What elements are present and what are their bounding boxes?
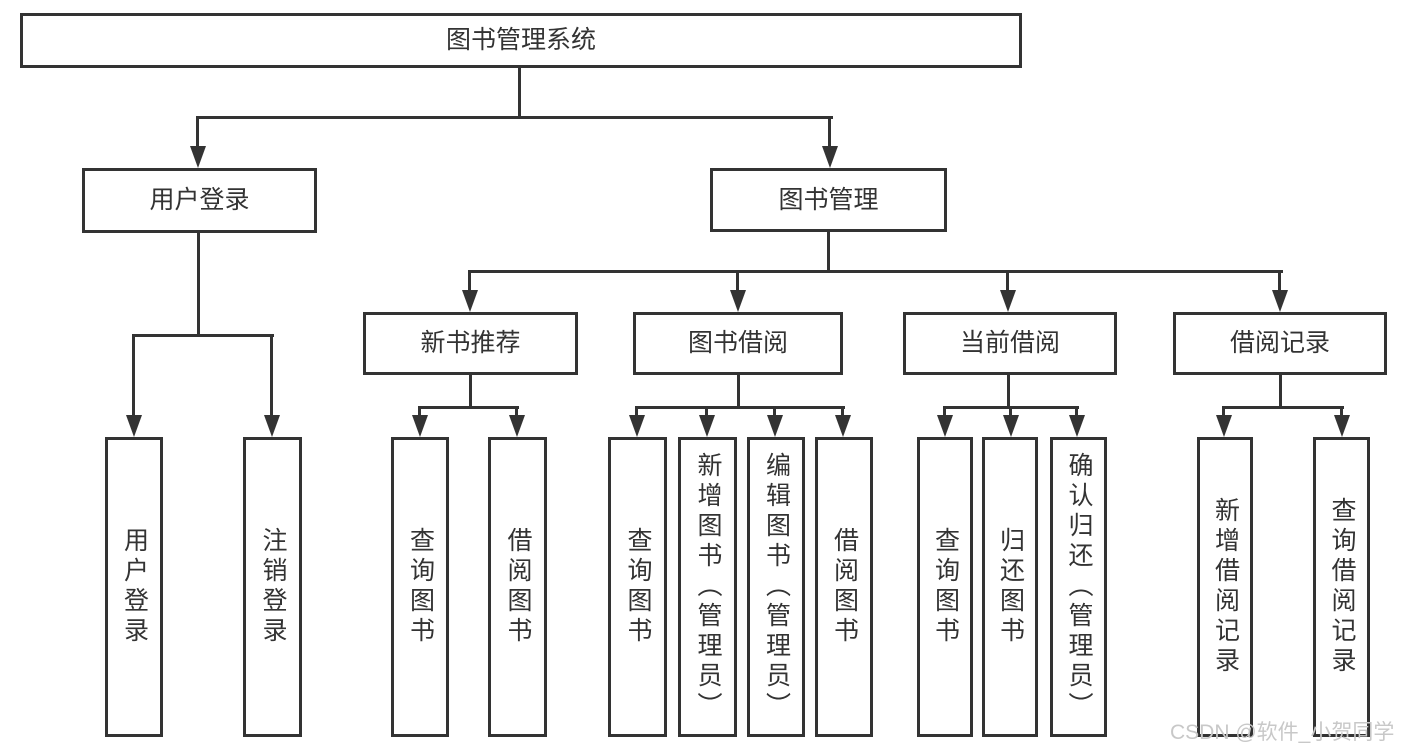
edge-stem-bb-edit xyxy=(773,406,776,419)
edge-stem-nb-query xyxy=(418,406,421,419)
node-current-borrowing: 当前借阅 xyxy=(903,312,1117,375)
arrow-into-user-login xyxy=(190,146,206,168)
leaf-cb-confirm-return-admin: 确认归还（管理员） xyxy=(1050,437,1107,737)
node-book-management: 图书管理 xyxy=(710,168,947,232)
arrow-into-cb-confirm xyxy=(1069,415,1085,437)
edge-stem-cb-query xyxy=(943,406,946,419)
arrow-into-book-borrow xyxy=(730,290,746,312)
csdn-watermark: CSDN @软件_小贺同学 xyxy=(1170,721,1395,744)
node-borrowing-records: 借阅记录 xyxy=(1173,312,1387,375)
edge-root-stem xyxy=(518,68,521,118)
edge-current-borrow-stem xyxy=(1007,375,1010,409)
edge-borrow-records-stem xyxy=(1279,375,1282,409)
leaf-br-query-record: 查询借阅记录 xyxy=(1313,437,1370,737)
node-book-borrowing: 图书借阅 xyxy=(633,312,843,375)
arrow-into-borrow-records xyxy=(1272,290,1288,312)
node-new-book-recommend: 新书推荐 xyxy=(363,312,578,375)
edge-stem-nb-borrow xyxy=(515,406,518,419)
edge-new-books-rail xyxy=(419,406,519,409)
arrow-into-current-borrow xyxy=(1000,290,1016,312)
arrow-into-cb-query xyxy=(937,415,953,437)
edge-stem-current-borrow xyxy=(1006,270,1009,295)
edge-user-login-rail xyxy=(133,334,274,337)
node-user-login: 用户登录 xyxy=(82,168,317,233)
leaf-br-add-record: 新增借阅记录 xyxy=(1197,437,1253,737)
arrow-into-bb-borrow xyxy=(835,415,851,437)
edge-book-management-stem xyxy=(827,232,830,273)
leaf-bb-add-books-admin: 新增图书（管理员） xyxy=(678,437,737,737)
edge-user-login-stem xyxy=(197,233,200,337)
arrow-into-leaf-logout xyxy=(264,415,280,437)
leaf-nb-borrow-books: 借阅图书 xyxy=(488,437,547,737)
edge-level2-rail xyxy=(197,116,833,119)
leaf-bb-query-books: 查询图书 xyxy=(608,437,667,737)
edge-stem-leaf-logout xyxy=(270,334,273,419)
edge-stem-book-borrow xyxy=(736,270,739,295)
leaf-cb-query-books: 查询图书 xyxy=(917,437,973,737)
edge-book-borrow-rail xyxy=(636,406,845,409)
edge-stem-new-books xyxy=(468,270,471,295)
arrow-into-bb-edit xyxy=(767,415,783,437)
leaf-bb-borrow-books: 借阅图书 xyxy=(815,437,873,737)
edge-stem-cb-confirm xyxy=(1075,406,1078,419)
arrow-into-cb-return xyxy=(1003,415,1019,437)
edge-borrow-records-rail xyxy=(1223,406,1344,409)
edge-book-borrow-stem xyxy=(737,375,740,409)
edge-stem-bb-query xyxy=(635,406,638,419)
leaf-cb-return-books: 归还图书 xyxy=(982,437,1038,737)
leaf-nb-query-books: 查询图书 xyxy=(391,437,449,737)
leaf-user-login: 用户登录 xyxy=(105,437,163,737)
edge-stem-borrow-records xyxy=(1278,270,1281,295)
arrow-into-nb-borrow xyxy=(509,415,525,437)
arrow-into-br-query xyxy=(1334,415,1350,437)
edge-stem-leaf-login xyxy=(132,334,135,419)
leaf-bb-edit-books-admin: 编辑图书（管理员） xyxy=(747,437,805,737)
leaf-logout: 注销登录 xyxy=(243,437,302,737)
edge-stem-book-management xyxy=(828,116,831,148)
arrow-into-book-management xyxy=(822,146,838,168)
arrow-into-new-books xyxy=(462,290,478,312)
edge-stem-cb-return xyxy=(1009,406,1012,419)
edge-stem-br-add xyxy=(1222,406,1225,419)
node-library-system: 图书管理系统 xyxy=(20,13,1022,68)
edge-stem-bb-add xyxy=(705,406,708,419)
edge-stem-br-query xyxy=(1340,406,1343,419)
arrow-into-leaf-login xyxy=(126,415,142,437)
arrow-into-bb-query xyxy=(629,415,645,437)
edge-stem-user-login xyxy=(196,116,199,148)
edge-new-books-stem xyxy=(469,375,472,409)
edge-level3-rail xyxy=(469,270,1283,273)
arrow-into-nb-query xyxy=(412,415,428,437)
edge-stem-bb-borrow xyxy=(841,406,844,419)
arrow-into-br-add xyxy=(1216,415,1232,437)
arrow-into-bb-add xyxy=(699,415,715,437)
